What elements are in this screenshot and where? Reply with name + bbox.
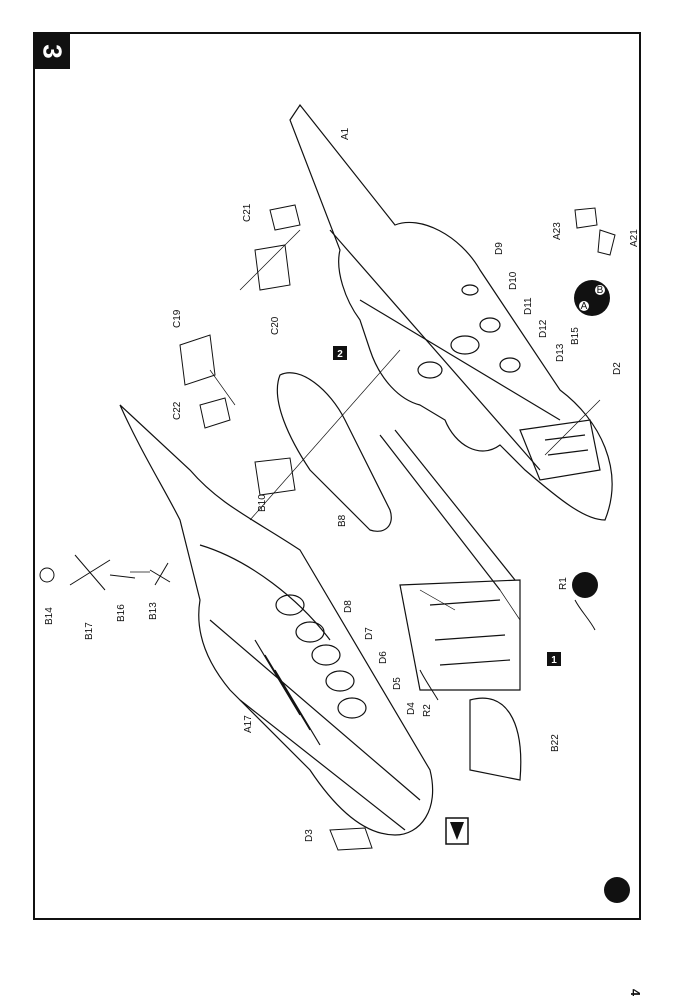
label-d11: D11 xyxy=(523,297,534,315)
label-d2: D2 xyxy=(612,362,623,375)
svg-text:1: 1 xyxy=(551,655,557,666)
label-d13: D13 xyxy=(555,343,566,362)
cabin-floor xyxy=(276,372,522,781)
paint-dot-marker xyxy=(572,572,598,598)
label-r2: R2 xyxy=(422,704,433,717)
label-a1: A1 xyxy=(340,127,351,140)
label-d4: D4 xyxy=(406,702,417,715)
step-number-badge: 3 xyxy=(34,33,70,69)
label-b16: B16 xyxy=(116,604,127,622)
paint-dot-marker-corner xyxy=(604,877,630,903)
label-d5: D5 xyxy=(392,677,403,690)
label-d12: D12 xyxy=(538,319,549,338)
page-number: 4 xyxy=(628,988,644,997)
label-a23: A23 xyxy=(552,222,563,240)
label-d3: D3 xyxy=(304,829,315,842)
svg-text:B: B xyxy=(597,285,604,296)
label-b13: B13 xyxy=(148,602,159,620)
svg-text:A: A xyxy=(581,301,588,312)
label-b15: B15 xyxy=(570,327,581,345)
label-a21: A21 xyxy=(629,229,640,247)
callout-labels: A1 A21 A23 D9 D10 D11 D12 D13 B15 D2 C21… xyxy=(44,127,640,842)
label-c21: C21 xyxy=(242,203,253,222)
label-b10: B10 xyxy=(257,494,268,512)
label-d7: D7 xyxy=(364,627,375,640)
label-a17: A17 xyxy=(243,715,254,733)
sub-step-marker-1: 1 xyxy=(547,652,561,666)
label-r1: R1 xyxy=(558,577,569,590)
label-b8: B8 xyxy=(337,514,348,527)
guide-lines xyxy=(130,229,601,621)
label-b14: B14 xyxy=(44,607,55,625)
label-d9: D9 xyxy=(494,242,505,255)
label-d10: D10 xyxy=(508,271,519,290)
drill-marker xyxy=(445,817,469,845)
label-b22: B22 xyxy=(550,734,561,752)
detached-parts xyxy=(39,204,616,851)
front-fuselage xyxy=(119,404,434,836)
rear-fuselage xyxy=(289,103,613,521)
swap-marker-ab: A B xyxy=(574,280,610,316)
label-c22: C22 xyxy=(172,401,183,420)
sub-step-marker-2: 2 xyxy=(333,346,347,360)
svg-text:2: 2 xyxy=(337,349,343,360)
label-c19: C19 xyxy=(172,309,183,328)
label-d8: D8 xyxy=(343,600,354,613)
label-b17: B17 xyxy=(84,622,95,640)
label-c20: C20 xyxy=(270,316,281,335)
page-frame xyxy=(33,32,641,920)
label-d6: D6 xyxy=(378,651,389,664)
